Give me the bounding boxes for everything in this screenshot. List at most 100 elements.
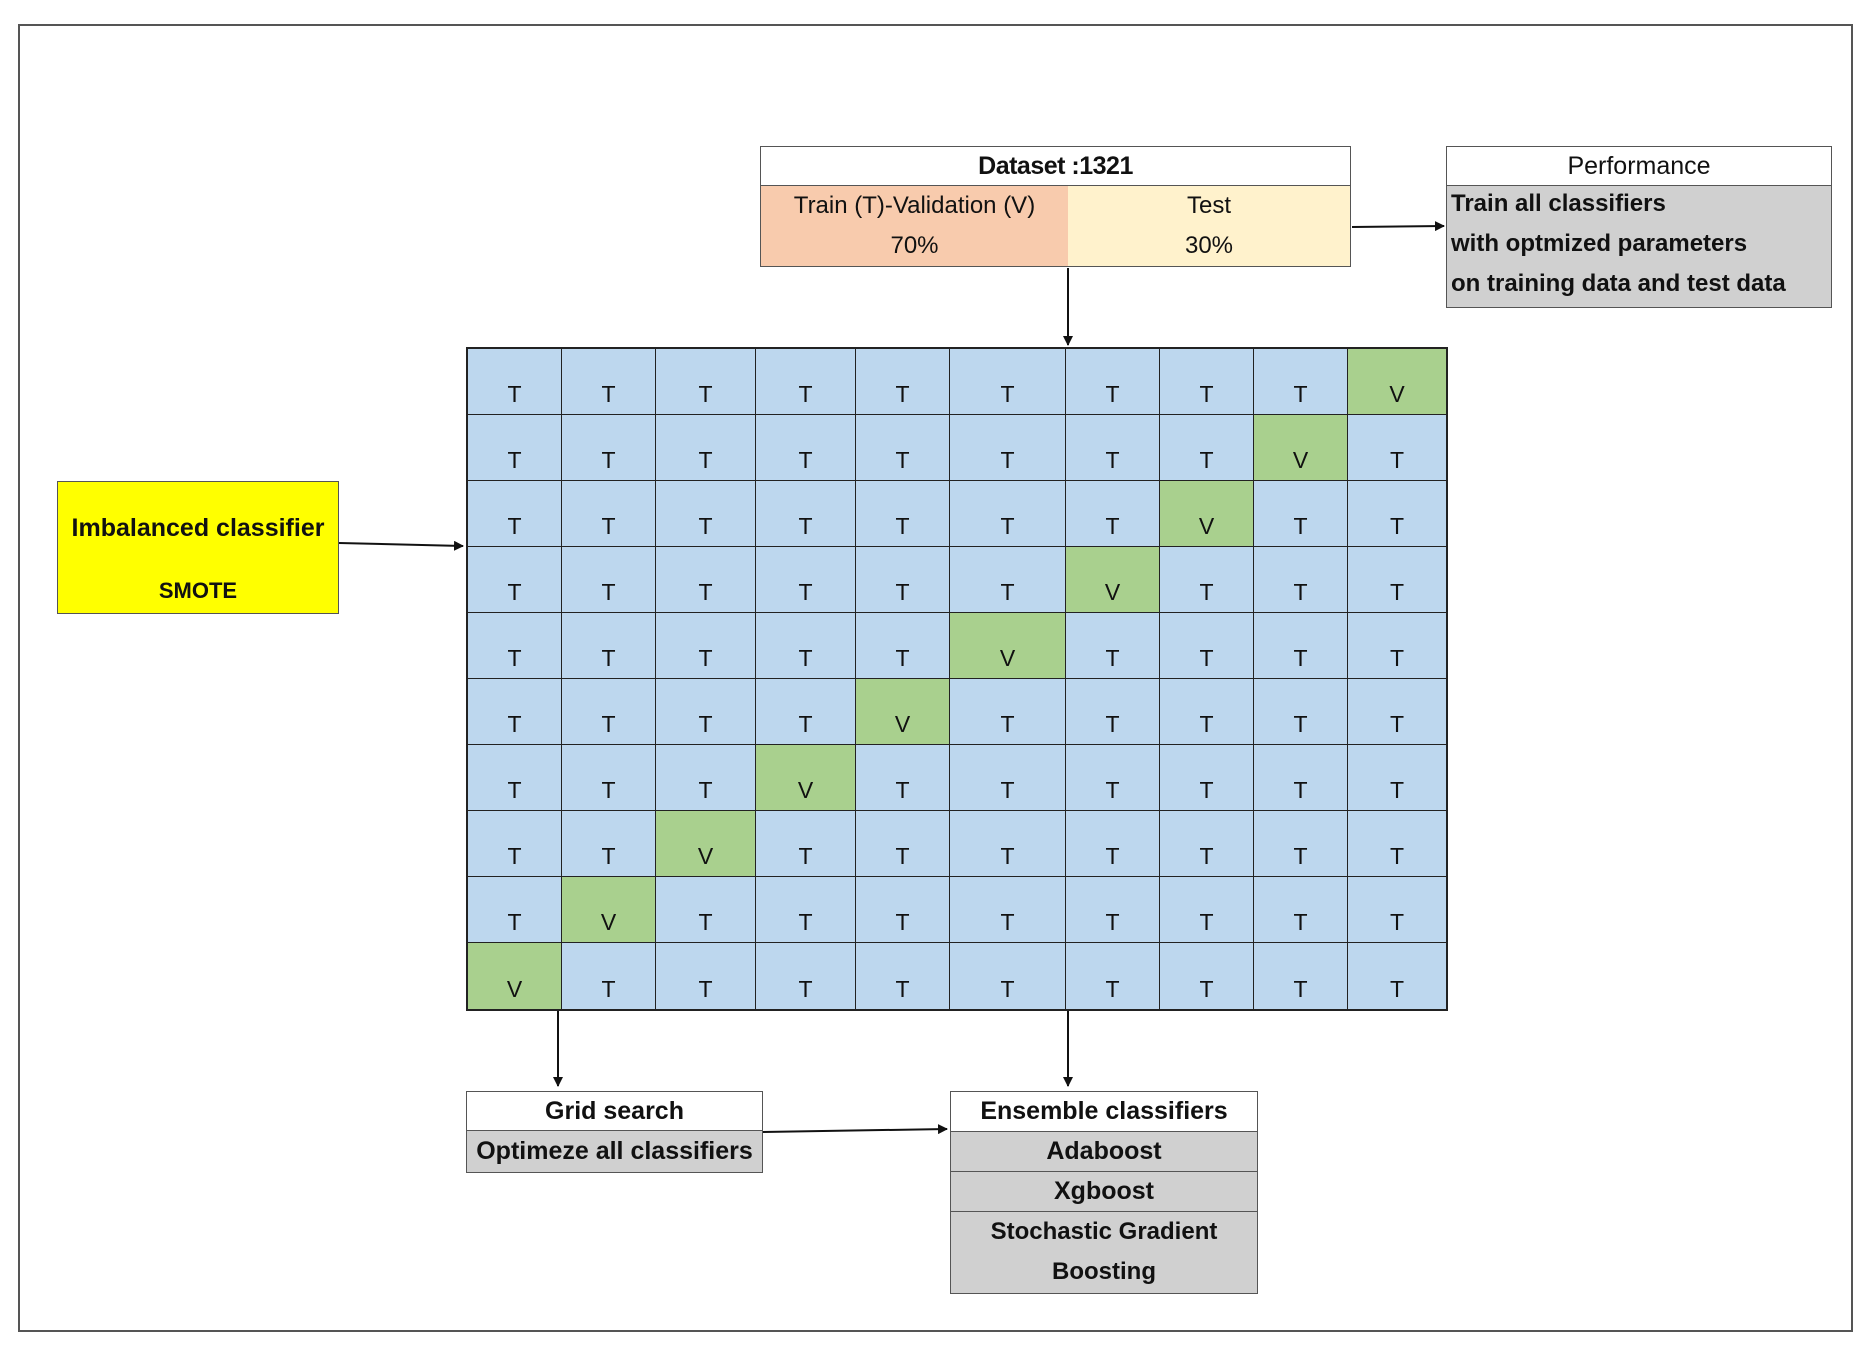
grid-cell-train: T — [562, 481, 656, 547]
performance-title: Performance — [1447, 147, 1831, 186]
grid-cell-train: T — [1066, 811, 1160, 877]
grid-cell-train: T — [468, 811, 562, 877]
grid-cell-train: T — [1348, 481, 1446, 547]
grid-cell-train: T — [950, 943, 1066, 1009]
grid-cell-train: T — [1160, 613, 1254, 679]
grid-cell-validation: V — [856, 679, 950, 745]
grid-cell-train: T — [562, 745, 656, 811]
grid-cell-train: T — [950, 745, 1066, 811]
grid-cell-train: T — [1066, 349, 1160, 415]
test-split: Test 30% — [1068, 186, 1350, 266]
grid-cell-train: T — [756, 943, 856, 1009]
grid-cell-train: T — [756, 877, 856, 943]
grid-cell-train: T — [756, 415, 856, 481]
ensemble-item-sgb: Stochastic Gradient Boosting — [951, 1212, 1257, 1293]
grid-cell-train: T — [856, 877, 950, 943]
grid-cell-train: T — [856, 415, 950, 481]
grid-search-title: Grid search — [467, 1092, 762, 1131]
grid-cell-train: T — [1254, 877, 1348, 943]
grid-cell-train: T — [1254, 349, 1348, 415]
grid-cell-train: T — [656, 679, 756, 745]
grid-cell-train: T — [1160, 877, 1254, 943]
grid-cell-train: T — [756, 547, 856, 613]
grid-cell-train: T — [1254, 745, 1348, 811]
performance-line: Train all classifiers — [1451, 190, 1666, 217]
grid-cell-train: T — [1348, 943, 1446, 1009]
sgb-line1: Stochastic Gradient — [990, 1218, 1218, 1245]
grid-cell-train: T — [1254, 481, 1348, 547]
grid-cell-validation: V — [1160, 481, 1254, 547]
performance-body: Train all classifiers with optmized para… — [1447, 186, 1831, 307]
imbalanced-title: Imbalanced classifier — [71, 514, 325, 542]
grid-cell-train: T — [1254, 943, 1348, 1009]
smote-label: SMOTE — [158, 578, 238, 603]
grid-cell-validation: V — [1348, 349, 1446, 415]
dataset-box: Dataset :1321 Train (T)-Validation (V) 7… — [760, 146, 1351, 267]
grid-cell-validation: V — [1254, 415, 1348, 481]
grid-cell-train: T — [1348, 811, 1446, 877]
grid-cell-train: T — [756, 679, 856, 745]
grid-cell-train: T — [1066, 877, 1160, 943]
sgb-line2: Boosting — [1052, 1258, 1156, 1285]
grid-cell-train: T — [756, 811, 856, 877]
grid-cell-train: T — [468, 547, 562, 613]
grid-cell-train: T — [1348, 613, 1446, 679]
grid-cell-train: T — [656, 349, 756, 415]
grid-cell-train: T — [756, 481, 856, 547]
grid-cell-train: T — [656, 943, 756, 1009]
grid-cell-train: T — [1254, 679, 1348, 745]
grid-cell-train: T — [856, 547, 950, 613]
grid-cell-train: T — [1348, 679, 1446, 745]
grid-cell-train: T — [1066, 481, 1160, 547]
grid-cell-train: T — [1160, 745, 1254, 811]
grid-cell-train: T — [1160, 415, 1254, 481]
grid-cell-train: T — [1160, 349, 1254, 415]
grid-cell-train: T — [950, 415, 1066, 481]
grid-cell-train: T — [1160, 943, 1254, 1009]
grid-search-body: Optimeze all classifiers — [467, 1131, 762, 1172]
grid-cell-train: T — [756, 349, 856, 415]
grid-cell-train: T — [1348, 415, 1446, 481]
grid-cell-train: T — [856, 811, 950, 877]
ensemble-item-adaboost: Adaboost — [951, 1132, 1257, 1172]
ensemble-item-xgboost: Xgboost — [951, 1172, 1257, 1212]
grid-cell-validation: V — [1066, 547, 1160, 613]
grid-cell-train: T — [1066, 613, 1160, 679]
imbalanced-classifier-box: Imbalanced classifier SMOTE — [57, 481, 339, 614]
grid-cell-train: T — [562, 943, 656, 1009]
grid-cell-validation: V — [950, 613, 1066, 679]
grid-cell-train: T — [656, 415, 756, 481]
grid-cell-train: T — [1160, 811, 1254, 877]
train-validation-percent: 70% — [890, 232, 939, 259]
grid-cell-train: T — [856, 349, 950, 415]
dataset-title: Dataset :1321 — [761, 147, 1350, 186]
grid-cell-train: T — [950, 481, 1066, 547]
grid-cell-train: T — [562, 613, 656, 679]
test-label: Test — [1186, 192, 1231, 219]
grid-cell-validation: V — [656, 811, 756, 877]
ensemble-title: Ensemble classifiers — [951, 1092, 1257, 1132]
grid-cell-train: T — [1254, 811, 1348, 877]
grid-cell-train: T — [562, 415, 656, 481]
grid-cell-train: T — [562, 811, 656, 877]
grid-cell-train: T — [1160, 547, 1254, 613]
grid-cell-train: T — [856, 481, 950, 547]
grid-cell-train: T — [1348, 547, 1446, 613]
grid-cell-validation: V — [756, 745, 856, 811]
performance-line: with optmized parameters — [1451, 230, 1748, 257]
grid-cell-train: T — [468, 613, 562, 679]
grid-cell-train: T — [1066, 679, 1160, 745]
grid-cell-train: T — [856, 943, 950, 1009]
performance-line: on training data and test data — [1451, 270, 1786, 297]
grid-cell-train: T — [950, 679, 1066, 745]
grid-cell-train: T — [656, 613, 756, 679]
train-validation-split: Train (T)-Validation (V) 70% — [761, 186, 1069, 266]
grid-cell-train: T — [1348, 877, 1446, 943]
grid-cell-train: T — [1066, 415, 1160, 481]
grid-cell-train: T — [950, 349, 1066, 415]
grid-cell-train: T — [1066, 745, 1160, 811]
grid-cell-train: T — [468, 349, 562, 415]
train-validation-label: Train (T)-Validation (V) — [793, 192, 1036, 219]
grid-cell-train: T — [856, 613, 950, 679]
grid-cell-train: T — [656, 547, 756, 613]
